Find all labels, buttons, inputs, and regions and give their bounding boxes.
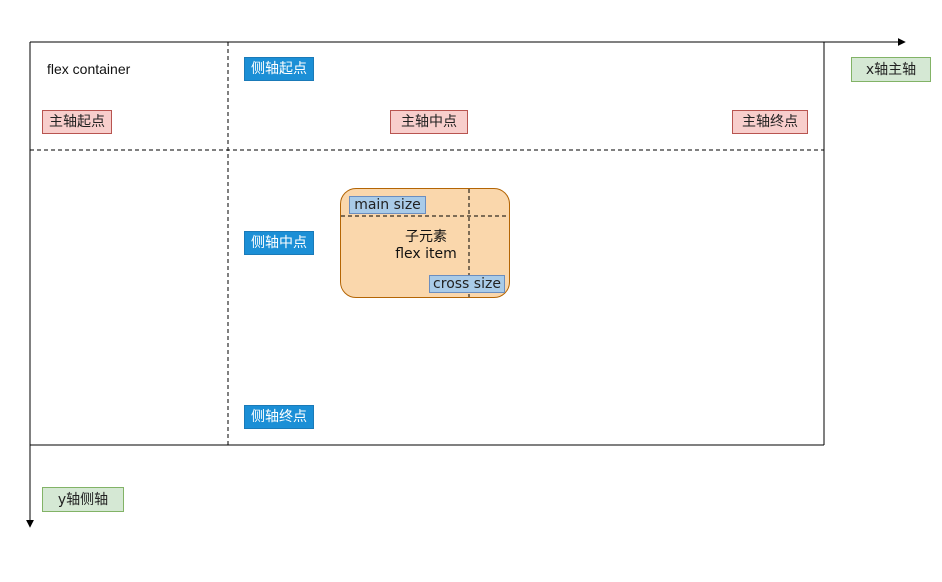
main-center-label: 主轴中点 [390, 110, 468, 134]
main-start-label: 主轴起点 [42, 110, 112, 134]
flex-item: main size cross size 子元素 flex item [340, 188, 510, 298]
flex-item-text: 子元素 flex item [363, 229, 489, 263]
flex-container-label: flex container [47, 61, 131, 77]
x-axis-label: x轴主轴 [851, 57, 931, 82]
cross-end-label: 侧轴终点 [244, 405, 314, 429]
main-end-label: 主轴终点 [732, 110, 808, 134]
main-size-label: main size [349, 196, 426, 214]
cross-start-label: 侧轴起点 [244, 57, 314, 81]
flex-item-title: 子元素 [405, 229, 447, 245]
cross-size-label: cross size [429, 275, 505, 293]
flex-item-subtitle: flex item [395, 246, 457, 262]
cross-center-label: 侧轴中点 [244, 231, 314, 255]
y-axis-label: y轴侧轴 [42, 487, 124, 512]
